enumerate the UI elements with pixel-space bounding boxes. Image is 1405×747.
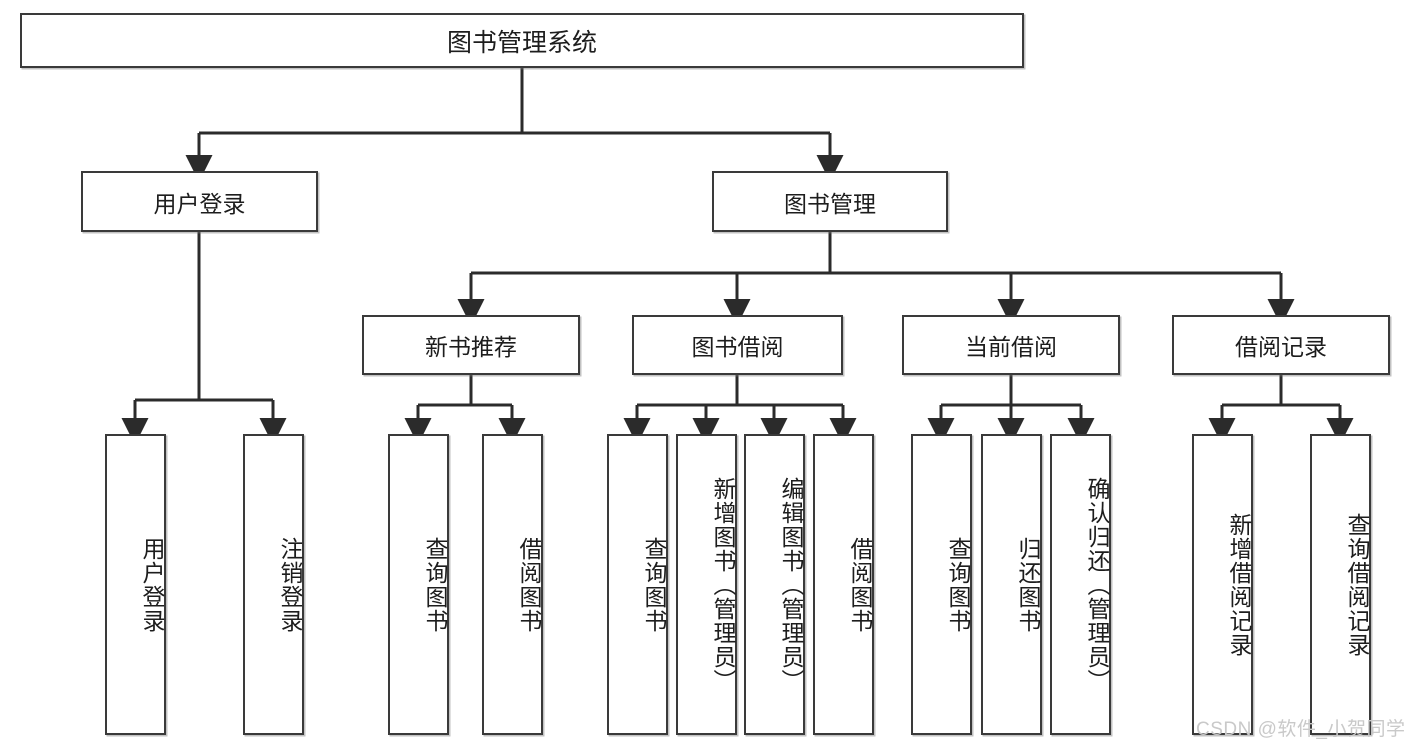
leaf-label: 确认归还（管理员）	[1084, 476, 1110, 693]
leaf-label: 注销登录	[277, 536, 303, 633]
leaf-borrow-record-0[interactable]: 新增借阅记录	[1192, 434, 1253, 735]
node-current-borrow[interactable]: 当前借阅	[902, 315, 1120, 375]
leaf-book-borrow-0[interactable]: 查询图书	[607, 434, 668, 735]
csdn-watermark: CSDN @软件_小贺同学	[1196, 719, 1405, 740]
leaf-current-borrow-2[interactable]: 确认归还（管理员）	[1050, 434, 1111, 735]
leaf-label: 编辑图书（管理员）	[778, 476, 804, 693]
leaf-label: 查询图书	[945, 536, 971, 633]
leaf-label: 新增借阅记录	[1226, 512, 1252, 657]
leaf-current-borrow-1[interactable]: 归还图书	[981, 434, 1042, 735]
node-borrow-record-label: 借阅记录	[1235, 334, 1327, 360]
node-root[interactable]: 图书管理系统	[20, 13, 1024, 68]
node-book-borrow-label: 图书借阅	[691, 334, 784, 360]
node-new-book-rec-label: 新书推荐	[425, 334, 517, 360]
node-user-login[interactable]: 用户登录	[81, 171, 318, 232]
node-borrow-record[interactable]: 借阅记录	[1172, 315, 1390, 375]
leaf-book-borrow-3[interactable]: 借阅图书	[813, 434, 874, 735]
node-book-borrow[interactable]: 图书借阅	[632, 315, 843, 375]
leaf-new-book-rec-1[interactable]: 借阅图书	[482, 434, 543, 735]
leaf-label: 查询图书	[641, 536, 667, 633]
node-user-login-label: 用户登录	[153, 190, 246, 217]
leaf-book-borrow-2[interactable]: 编辑图书（管理员）	[744, 434, 805, 735]
leaf-label: 用户登录	[139, 536, 165, 633]
leaf-label: 借阅图书	[516, 536, 542, 633]
leaf-current-borrow-0[interactable]: 查询图书	[911, 434, 972, 735]
node-book-manage-label: 图书管理	[784, 190, 876, 217]
node-new-book-rec[interactable]: 新书推荐	[362, 315, 580, 375]
leaf-book-borrow-1[interactable]: 新增图书（管理员）	[676, 434, 737, 735]
leaf-user-login-1[interactable]: 注销登录	[243, 434, 304, 735]
node-book-manage[interactable]: 图书管理	[712, 171, 948, 232]
leaf-label: 归还图书	[1015, 536, 1041, 633]
leaf-user-login-0[interactable]: 用户登录	[105, 434, 166, 735]
node-root-label: 图书管理系统	[446, 28, 597, 57]
leaf-label: 新增图书（管理员）	[710, 476, 736, 693]
leaf-borrow-record-1[interactable]: 查询借阅记录	[1310, 434, 1371, 735]
leaf-label: 借阅图书	[847, 536, 873, 633]
node-current-borrow-label: 当前借阅	[965, 334, 1057, 360]
leaf-label: 查询借阅记录	[1344, 512, 1370, 657]
leaf-new-book-rec-0[interactable]: 查询图书	[388, 434, 449, 735]
leaf-label: 查询图书	[422, 536, 448, 633]
